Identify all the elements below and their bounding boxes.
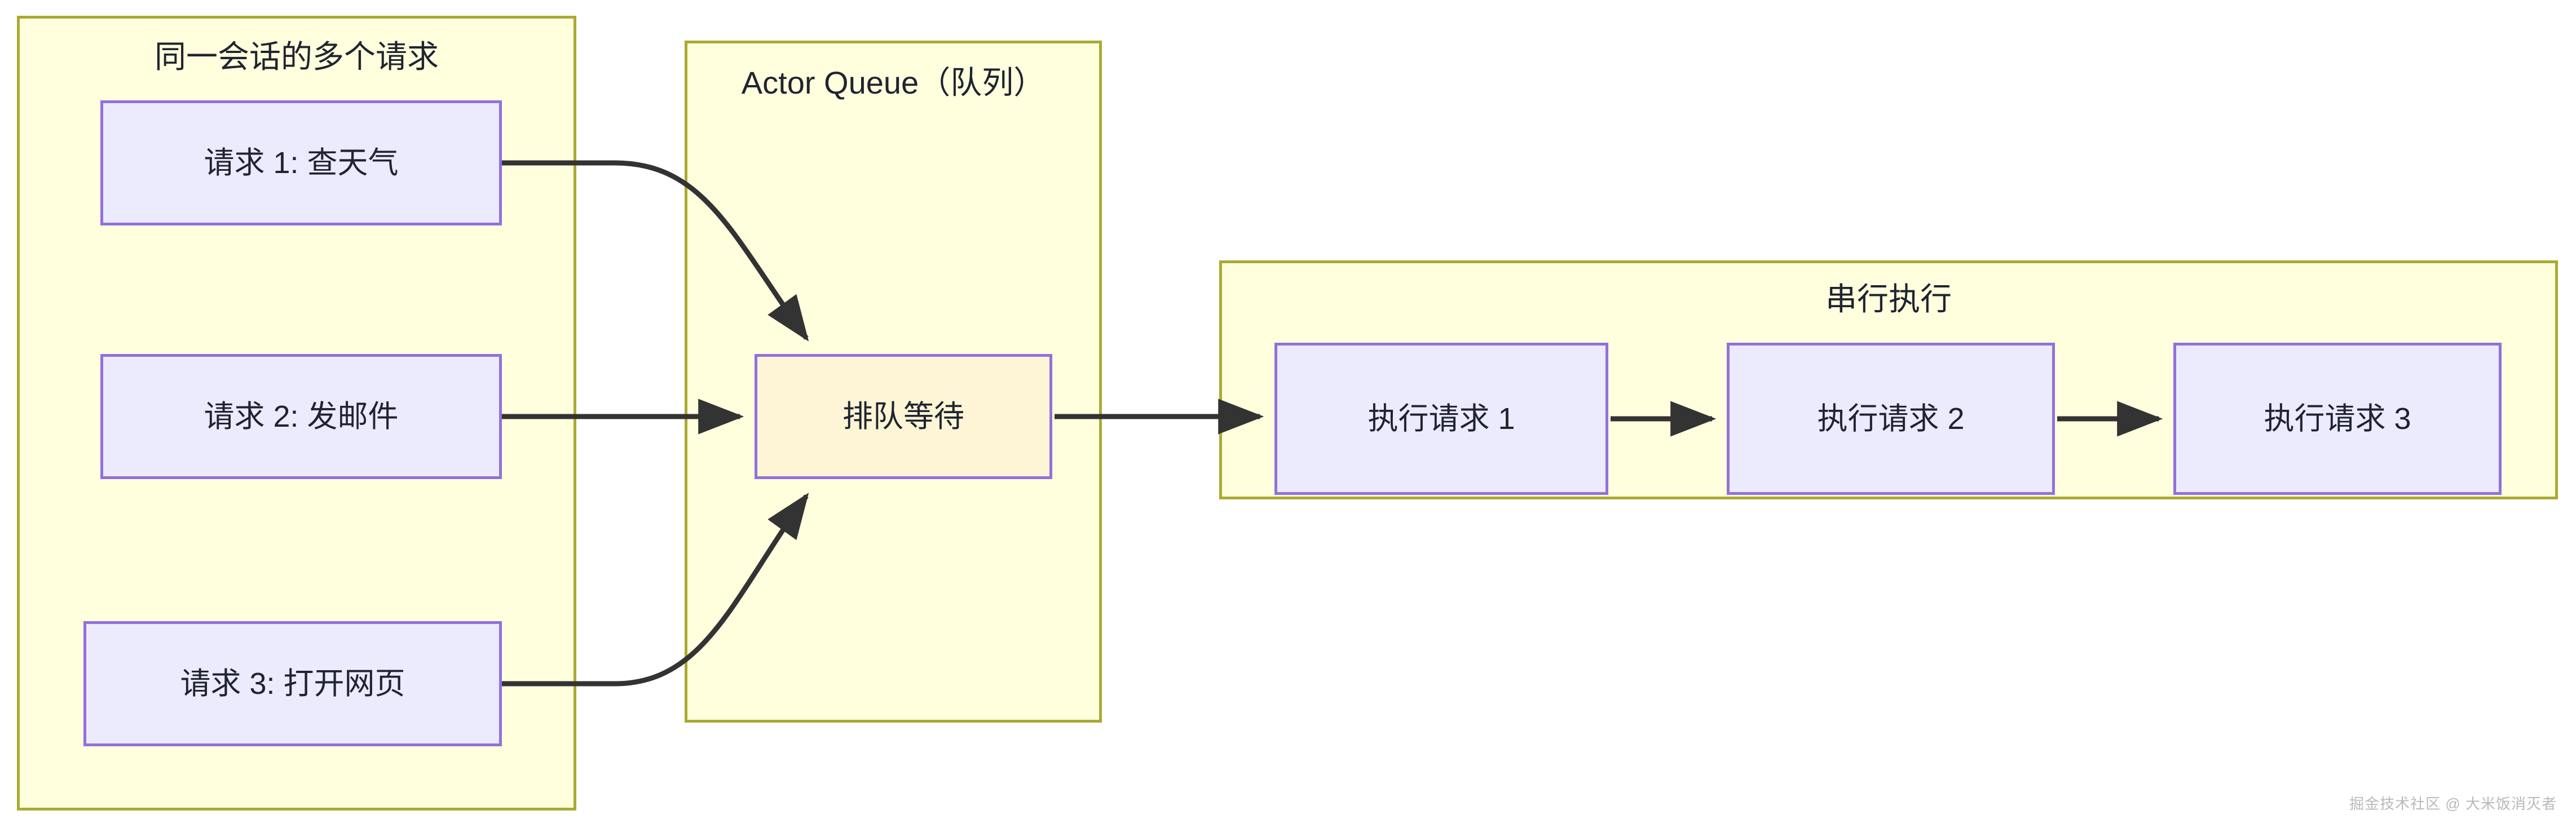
- node-request-2-label: 请求 2: 发邮件: [204, 399, 399, 433]
- node-request-1-label: 请求 1: 查天气: [204, 145, 399, 180]
- node-request-3-label: 请求 3: 打开网页: [180, 666, 405, 701]
- node-execute-request-3-label: 执行请求 3: [2264, 401, 2411, 436]
- node-request-1[interactable]: 请求 1: 查天气: [100, 100, 502, 225]
- node-queue-wait[interactable]: 排队等待: [755, 354, 1052, 479]
- node-execute-request-1-label: 执行请求 1: [1368, 401, 1515, 436]
- node-request-3[interactable]: 请求 3: 打开网页: [83, 621, 502, 746]
- node-execute-request-2[interactable]: 执行请求 2: [1727, 343, 2055, 495]
- group-serial-execution-title: 串行执行: [1825, 281, 1952, 317]
- node-queue-wait-label: 排队等待: [843, 399, 964, 433]
- group-actor-queue-title: Actor Queue（队列）: [741, 65, 1046, 100]
- watermark-credit: 掘金技术社区 @ 大米饭消灭者: [2349, 795, 2557, 812]
- group-session-requests-title: 同一会话的多个请求: [155, 39, 439, 74]
- node-execute-request-2-label: 执行请求 2: [1817, 401, 1965, 436]
- node-request-2[interactable]: 请求 2: 发邮件: [100, 354, 502, 479]
- node-execute-request-3[interactable]: 执行请求 3: [2173, 343, 2502, 495]
- node-execute-request-1[interactable]: 执行请求 1: [1274, 343, 1608, 495]
